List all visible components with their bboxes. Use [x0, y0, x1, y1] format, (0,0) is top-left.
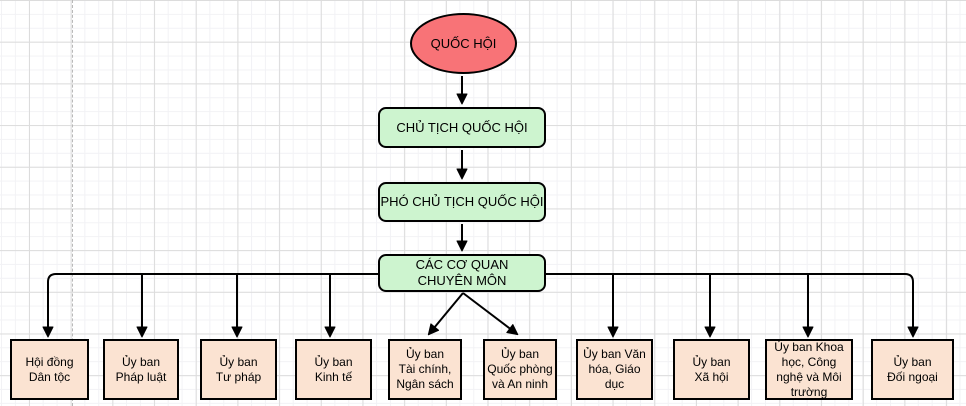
- node-uy-ban-kinh-te[interactable]: Ủy ban Kinh tế: [295, 339, 372, 400]
- page-boundary-line: [72, 0, 73, 406]
- node-cac-co-quan-chuyen-mon[interactable]: CÁC CƠ QUAN CHUYÊN MÔN: [378, 254, 546, 292]
- node-pho-chu-tich-quoc-hoi[interactable]: PHÓ CHỦ TỊCH QUỐC HỘI: [378, 182, 546, 222]
- node-chu-tich-quoc-hoi[interactable]: CHỦ TỊCH QUỐC HỘI: [378, 107, 546, 148]
- node-quoc-hoi-label: QUỐC HỘI: [430, 36, 497, 51]
- node-pho-chu-tich-label: PHÓ CHỦ TỊCH QUỐC HỘI: [380, 194, 544, 209]
- node-uy-ban-xa-hoi[interactable]: Ủy ban Xã hội: [673, 339, 750, 400]
- leaf-label: Ủy ban Quốc phòng và An ninh: [487, 347, 553, 391]
- leaf-label: Hội đồng Dân tộc: [25, 354, 74, 384]
- node-uy-ban-doi-ngoai[interactable]: Ủy ban Đối ngoại: [871, 339, 954, 400]
- node-uy-ban-phap-luat[interactable]: Ủy ban Pháp luật: [103, 339, 179, 400]
- node-hoi-dong-dan-toc[interactable]: Hội đồng Dân tộc: [10, 339, 89, 400]
- edge-diagonal-tai-chinh[interactable]: [427, 292, 464, 336]
- node-quoc-hoi[interactable]: QUỐC HỘI: [410, 13, 517, 74]
- node-uy-ban-tu-phap[interactable]: Ủy ban Tư pháp: [200, 339, 277, 400]
- node-uy-ban-quoc-phong-an-ninh[interactable]: Ủy ban Quốc phòng và An ninh: [483, 339, 557, 400]
- leaf-label: Ủy ban Pháp luật: [115, 354, 167, 384]
- leaf-label: Ủy ban Tài chính, Ngân sách: [396, 347, 454, 391]
- leaf-label: Ủy ban Tư pháp: [215, 354, 262, 384]
- leaf-label: Ủy ban Xã hội: [692, 354, 731, 384]
- node-cac-co-quan-label: CÁC CƠ QUAN CHUYÊN MÔN: [415, 257, 509, 288]
- leaf-label: Ủy ban Khoa học, Công nghệ và Môi trường: [774, 339, 844, 399]
- node-uy-ban-van-hoa-giao-duc[interactable]: Ủy ban Văn hóa, Giáo dục: [576, 339, 653, 400]
- node-uy-ban-khoa-hoc-cong-nghe-moi-truong[interactable]: Ủy ban Khoa học, Công nghệ và Môi trường: [765, 339, 853, 400]
- node-chu-tich-label: CHỦ TỊCH QUỐC HỘI: [396, 119, 528, 135]
- edge-trunk-left-to-hoi-dong-dan-toc[interactable]: [42, 273, 378, 338]
- node-uy-ban-tai-chinh-ngan-sach[interactable]: Ủy ban Tài chính, Ngân sách: [388, 339, 462, 400]
- edge-trunk-right-to-doi-ngoai[interactable]: [546, 273, 919, 338]
- leaf-label: Ủy ban Văn hóa, Giáo dục: [583, 347, 646, 391]
- leaf-label: Ủy ban Đối ngoại: [887, 354, 938, 384]
- leaf-label: Ủy ban Kinh tế: [314, 354, 353, 384]
- edge-diagonal-quoc-phong[interactable]: [462, 292, 519, 336]
